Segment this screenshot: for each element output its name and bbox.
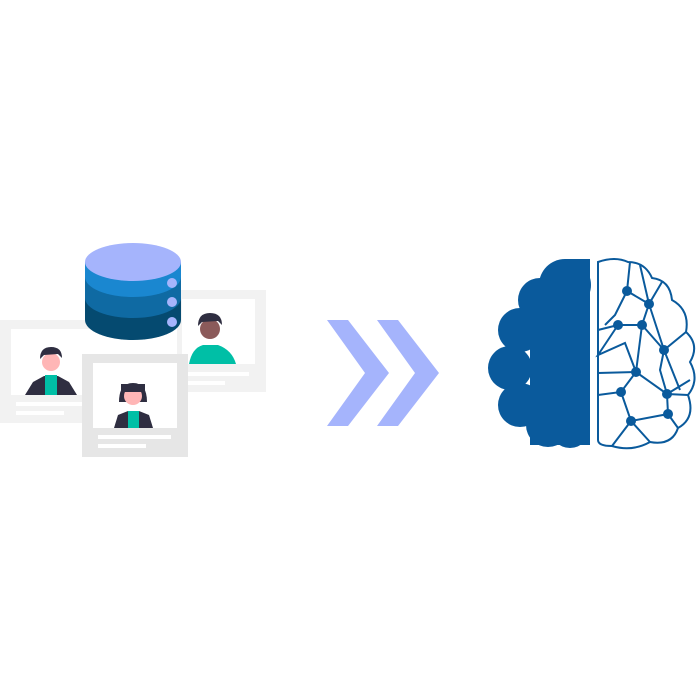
profile-card-right xyxy=(177,290,266,392)
profile-card-left xyxy=(0,320,96,423)
database-icon xyxy=(85,243,181,340)
profile-card-front xyxy=(82,354,188,457)
brain-right-half-network xyxy=(595,258,696,450)
ai-brain-icon xyxy=(488,258,696,450)
brain-left-half xyxy=(488,259,591,448)
profile-cards-icon xyxy=(0,290,266,457)
brain-nodes xyxy=(613,286,673,426)
double-chevron-right-icon xyxy=(327,320,439,426)
